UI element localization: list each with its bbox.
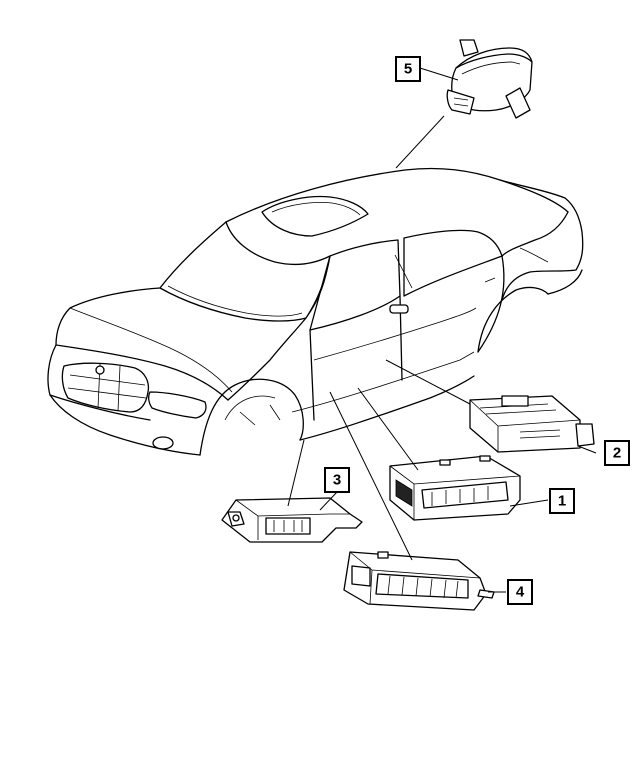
callout-4: 4 (507, 579, 533, 605)
part-1-control-module (389, 455, 521, 521)
part-2-module (469, 395, 595, 453)
part-4-module (343, 551, 495, 611)
callout-1-label: 1 (558, 493, 566, 510)
callout-4-label: 4 (516, 584, 525, 601)
callout-5-label: 5 (404, 61, 412, 78)
callout-2-label: 2 (613, 445, 621, 462)
part-3-module (221, 497, 363, 543)
callout-3-label: 3 (333, 472, 341, 489)
part-5-sensor-module (446, 39, 533, 119)
callout-3: 3 (324, 467, 350, 493)
callout-5: 5 (395, 56, 421, 82)
leader-lines (287, 67, 597, 593)
callout-2: 2 (604, 440, 630, 466)
callout-1: 1 (549, 488, 575, 514)
car-body-illustration (47, 167, 584, 456)
